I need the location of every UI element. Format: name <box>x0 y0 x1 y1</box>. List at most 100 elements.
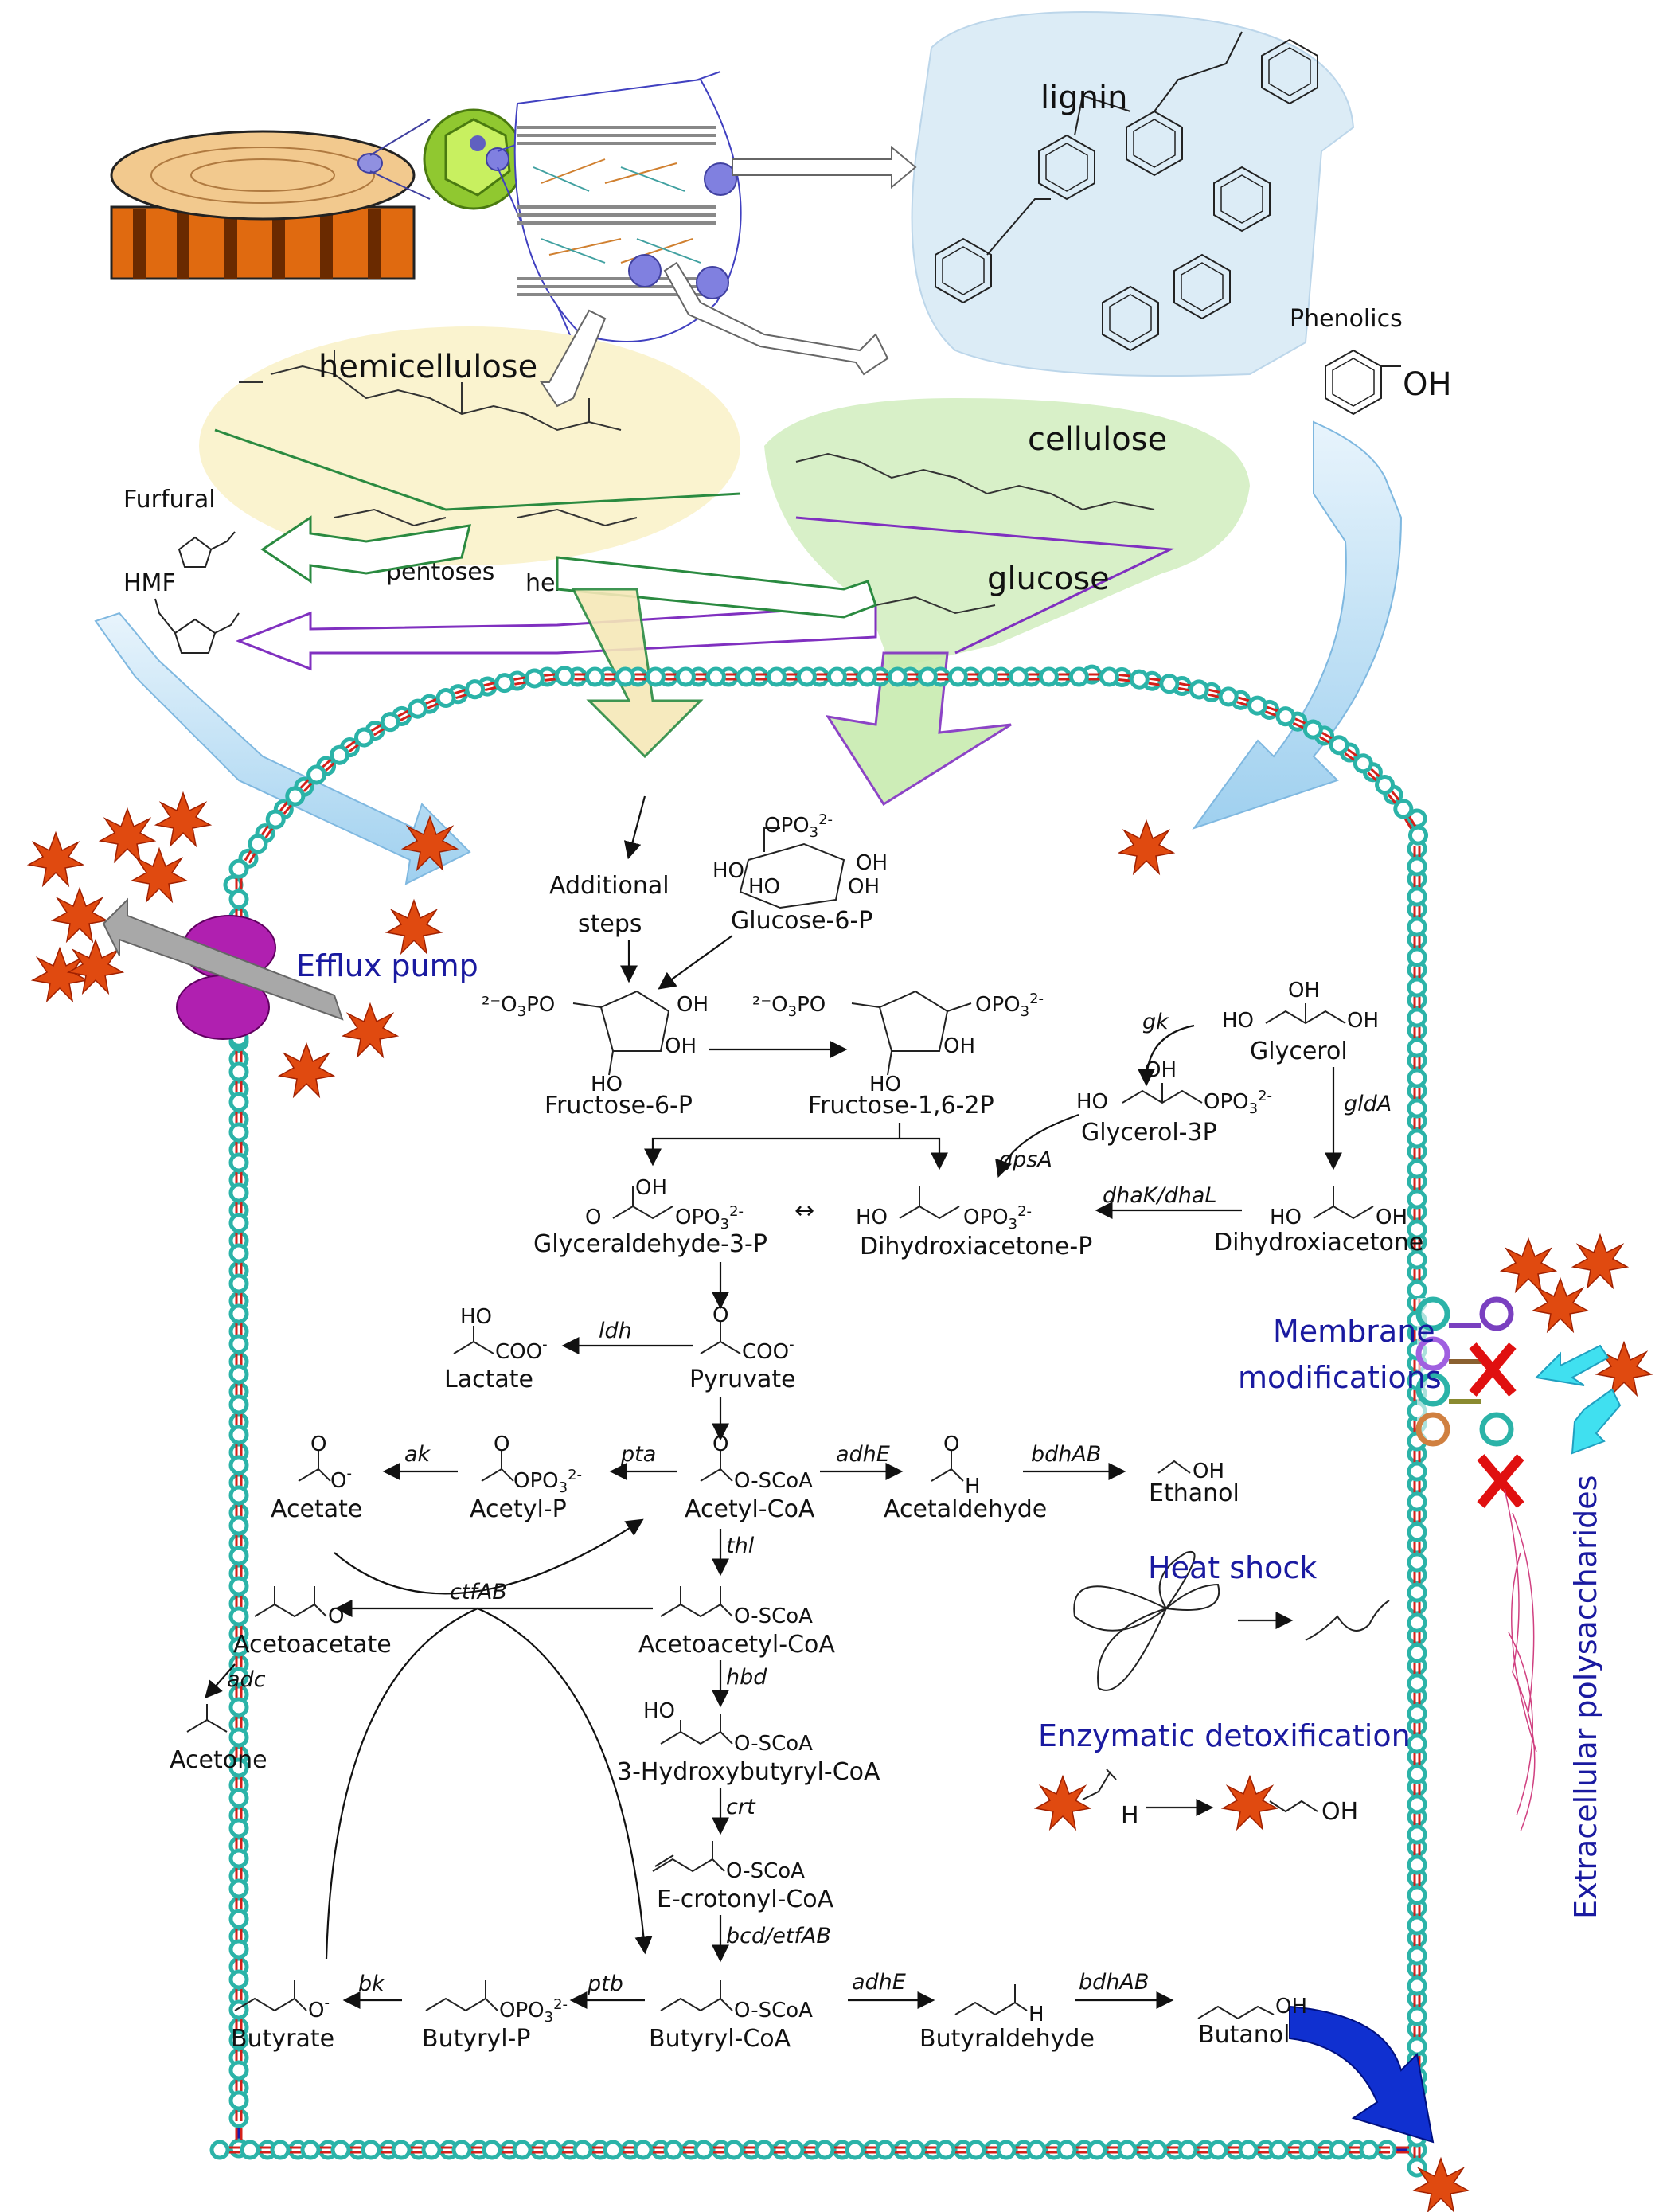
hbcoa-oso: O-SCoA <box>734 1732 813 1756</box>
acetoacetylcoa-oso: O-SCoA <box>734 1604 813 1628</box>
inhibitor-star <box>386 900 442 954</box>
enzyme-ldh: ldh <box>599 1319 632 1343</box>
enzymatic-detox-label: Enzymatic detoxification <box>1038 1718 1411 1753</box>
g3p-ho: HO <box>1076 1090 1108 1114</box>
dhap-ho: HO <box>856 1206 888 1229</box>
lactate-ho: HO <box>460 1305 492 1329</box>
arrow-to-additional <box>623 795 646 860</box>
ctfab-acetate-curve <box>334 1518 644 1595</box>
enzyme-adhe2: adhE <box>852 1970 906 1995</box>
hemicellulose-label: hemicellulose <box>318 349 537 385</box>
inhibitor-star <box>100 808 155 862</box>
pyruvate-coo: COO- <box>742 1336 794 1364</box>
lactate-label: Lactate <box>444 1366 533 1393</box>
glycerol3p-label: Glycerol-3P <box>1081 1119 1217 1147</box>
gap-opo3: OPO32- <box>675 1203 744 1233</box>
fructose16p-structure <box>851 990 972 1076</box>
microfibril-zoom <box>497 71 742 343</box>
svg-text:O: O <box>494 1432 509 1456</box>
f16p-ho: HO <box>869 1073 901 1096</box>
inhibitor-star <box>155 792 211 846</box>
enzyme-adc: adc <box>227 1667 266 1692</box>
butanol-structure <box>1197 2005 1275 2020</box>
heat-shock-label: Heat shock <box>1148 1550 1317 1585</box>
f6p-oh2: OH <box>665 1034 697 1058</box>
membrane-modification-icon <box>1415 1296 1622 1832</box>
enzyme-pta: pta <box>620 1442 656 1467</box>
ethanol-structure <box>1157 1460 1191 1474</box>
acetaldehyde-label: Acetaldehyde <box>884 1495 1047 1523</box>
dha-label: Dihydroxiacetone <box>1214 1229 1423 1256</box>
extracellular-ps-label: Extracellular polysaccharides <box>1568 1475 1603 1919</box>
gap-label: Glyceraldehyde-3-P <box>533 1230 767 1258</box>
butyrylcoa-label: Butyryl-CoA <box>649 2025 791 2053</box>
hmf-label: HMF <box>123 569 176 597</box>
glucose-label: glucose <box>987 561 1110 597</box>
enzyme-ctfab: ctfAB <box>450 1580 507 1604</box>
phenolics-entry-arrow <box>1192 420 1403 830</box>
dhap-structure <box>899 1186 960 1220</box>
inhibitor-star <box>1572 1234 1628 1288</box>
butyraldehyde-h: H <box>1029 2003 1044 2026</box>
g3p-oh: OH <box>1145 1058 1177 1082</box>
arrow-glycerol-g3p <box>1138 1024 1195 1087</box>
crotonylcoa-label: E-crotonyl-CoA <box>657 1886 834 1913</box>
enzyme-hbd: hbd <box>726 1665 767 1690</box>
fructose16p-label: Fructose-1,6-2P <box>808 1092 994 1120</box>
hemicellulose-panel <box>199 326 741 565</box>
to-furfural-arrow <box>260 515 472 584</box>
butyrate-label: Butyrate <box>231 2025 334 2053</box>
svg-text:O: O <box>712 1303 728 1327</box>
to-cellulose-arrow <box>663 261 889 376</box>
additional-steps-2: steps <box>578 910 642 938</box>
heat-shock-icon <box>1073 1550 1390 1691</box>
enzyme-adhe1: adhE <box>836 1442 890 1467</box>
acetoacetylcoa-structure <box>660 1586 733 1618</box>
butyrylp-opo3: OPO32- <box>499 1996 568 2026</box>
butyraldehyde-label: Butyraldehyde <box>919 2025 1095 2053</box>
acetaldehyde-h: H <box>965 1475 981 1499</box>
hexoses-to-glucose-arrow <box>556 556 877 619</box>
g6p-oh1: OH <box>856 851 888 875</box>
crotonylcoa-structure <box>652 1841 725 1873</box>
f6p-po: ²⁻O3PO <box>482 993 555 1020</box>
gap-oh: OH <box>635 1176 667 1200</box>
inhibitor-star <box>1118 820 1174 874</box>
glycerol-structure <box>1265 1003 1346 1025</box>
lactate-coo: COO- <box>495 1336 548 1364</box>
ethanol-label: Ethanol <box>1149 1479 1239 1507</box>
inhibitor-star <box>1532 1278 1588 1332</box>
hydroxybutyrylcoa-label: 3-Hydroxybutyryl-CoA <box>617 1758 880 1786</box>
acetaldehyde-structure <box>931 1451 964 1482</box>
acetate-structure <box>298 1451 331 1482</box>
to-hemicellulose-arrow <box>540 309 607 408</box>
acetylp-opo3: OPO32- <box>513 1467 582 1496</box>
furfural-label: Furfural <box>123 486 216 514</box>
f6p-ho: HO <box>591 1073 623 1096</box>
glucose-uptake-arrow <box>825 651 1012 807</box>
arrow-split-dhap <box>900 1137 948 1170</box>
svg-text:O: O <box>712 1432 728 1456</box>
enzyme-gk: gk <box>1142 1010 1169 1034</box>
detox-oh: OH <box>1321 1798 1358 1826</box>
f16p-opo3: OPO32- <box>975 991 1044 1020</box>
hydroxybutyrylcoa-structure <box>660 1714 733 1745</box>
butyrate-structure <box>234 1980 307 2012</box>
enzyme-gpsa: gpsA <box>999 1147 1052 1172</box>
pyruvate-structure <box>700 1322 741 1354</box>
acetone-label: Acetone <box>170 1746 267 1774</box>
glycerol-oh2: OH <box>1347 1009 1379 1033</box>
glycerol-ho: HO <box>1222 1009 1254 1033</box>
enzyme-glda: gldA <box>1344 1092 1392 1116</box>
inhibitor-star <box>131 848 187 902</box>
acetylcoa-structure <box>700 1451 733 1482</box>
hbcoa-ho: HO <box>643 1699 675 1723</box>
enzyme-bk: bk <box>358 1972 385 1996</box>
arrow-acetoacetate-acetone <box>205 1663 236 1699</box>
cellulose-panel <box>764 398 1250 669</box>
ctfab-butyrate-curve <box>325 1607 653 1960</box>
inhibitor-star <box>279 1043 334 1097</box>
acetoacetate-label: Acetoacetate <box>233 1631 392 1659</box>
phenolics-structure <box>1325 350 1401 415</box>
butyrylp-structure <box>425 1980 498 2012</box>
